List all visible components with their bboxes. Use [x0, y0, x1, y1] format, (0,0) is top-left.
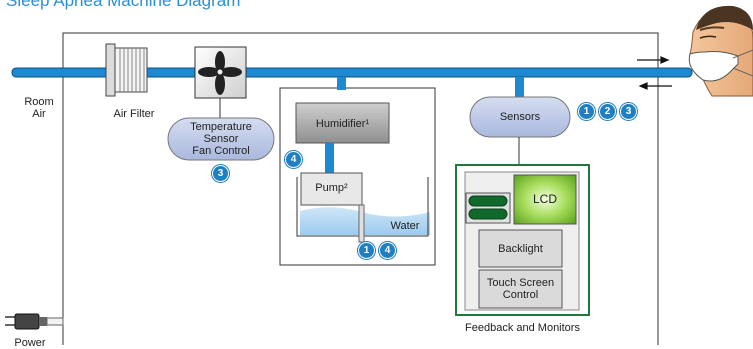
backlight-box [478, 229, 563, 268]
pump-outlet-pipe [358, 204, 365, 243]
tank-badge-2: 4 [379, 242, 396, 259]
diagram-title: Sleep Apnea Machine Diagram [6, 0, 241, 10]
sensors-branch-pipe [515, 77, 524, 97]
sensors-badge-1: 1 [578, 103, 595, 120]
tank-badge-1: 1 [358, 242, 375, 259]
humidifier-unit [295, 102, 390, 144]
led-indicator-2 [468, 208, 508, 220]
lcd-label: LCD [532, 192, 557, 206]
humidifier-feed-pipe [325, 143, 334, 173]
flow-arrows-icon [637, 56, 672, 90]
humidifier-branch-pipe [337, 77, 346, 90]
led-indicator-1 [468, 195, 508, 207]
sensors-oval [469, 96, 571, 138]
temperature-sensor-label: Temperature Sensor Fan Control [190, 121, 252, 157]
backlight-label: Backlight [498, 243, 543, 255]
humidifier-label: Humidifier¹ [315, 118, 370, 130]
air-filter-label: Air Filter [113, 108, 155, 120]
sensors-badge-3: 3 [620, 103, 637, 120]
lcd-screen [513, 174, 577, 225]
temperature-sensor-oval [167, 117, 275, 161]
air-filter-icon [105, 43, 148, 97]
machine-housing [62, 32, 659, 345]
sensors-badge-2: 2 [599, 103, 616, 120]
patient-head-icon [688, 5, 753, 97]
fan-icon [194, 46, 247, 99]
water-label: Water [390, 220, 420, 232]
temp-sensor-badge: 3 [212, 165, 229, 182]
room-air-label: Room Air [24, 96, 54, 120]
humidifier-badge: 4 [285, 151, 302, 168]
touch-screen-label: Touch Screen Control [486, 277, 555, 301]
pump-unit [300, 172, 363, 206]
main-air-pipe [11, 67, 693, 78]
sensors-label: Sensors [499, 111, 541, 123]
feedback-monitors-label: Feedback and Monitors [465, 322, 580, 334]
pump-label: Pump² [315, 182, 348, 194]
power-plug-icon [5, 313, 64, 330]
power-label: Power [14, 337, 46, 349]
touch-screen-box [478, 269, 563, 309]
